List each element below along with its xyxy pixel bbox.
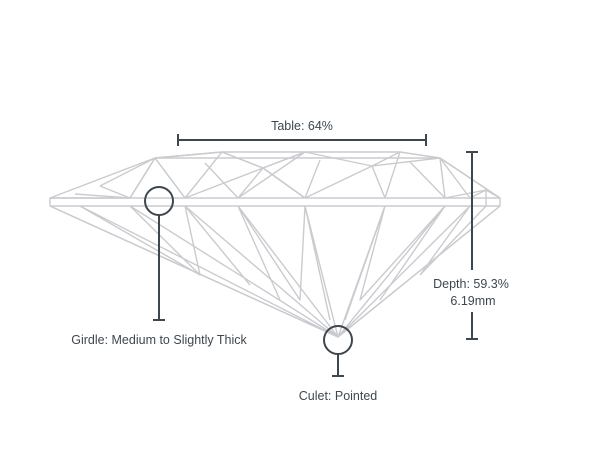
depth-percent-label: Depth: 59.3% xyxy=(433,277,509,291)
crown-facets xyxy=(50,151,501,206)
culet-callout-circle xyxy=(323,325,353,355)
crown-star-facets xyxy=(129,151,501,199)
depth-mm-label: 6.19mm xyxy=(450,294,495,308)
girdle-callout-line xyxy=(153,215,165,321)
girdle-callout: Girdle: Medium to Slightly Thick xyxy=(71,186,248,347)
crown-upper-girdle-facets xyxy=(50,151,501,206)
depth-measure-line xyxy=(466,151,478,340)
diamond-silhouette xyxy=(49,151,501,338)
girdle-callout-circle xyxy=(144,186,174,216)
culet-label: Culet: Pointed xyxy=(299,389,378,403)
table-measure: Table: 64% xyxy=(177,119,427,146)
crown-break-facets xyxy=(99,151,446,199)
table-measure-line xyxy=(177,134,427,146)
table-label: Table: 64% xyxy=(271,119,333,133)
pavilion-lower-girdle-facets xyxy=(79,205,487,321)
culet-callout: Culet: Pointed xyxy=(299,325,378,403)
pavilion-facets xyxy=(49,205,501,338)
girdle-label: Girdle: Medium to Slightly Thick xyxy=(71,333,247,347)
pavilion-main-facets xyxy=(49,205,501,338)
girdle-band xyxy=(50,197,500,207)
culet-callout-line xyxy=(332,354,344,377)
depth-measure: Depth: 59.3% 6.19mm xyxy=(433,151,509,340)
diamond-outline xyxy=(49,151,501,338)
